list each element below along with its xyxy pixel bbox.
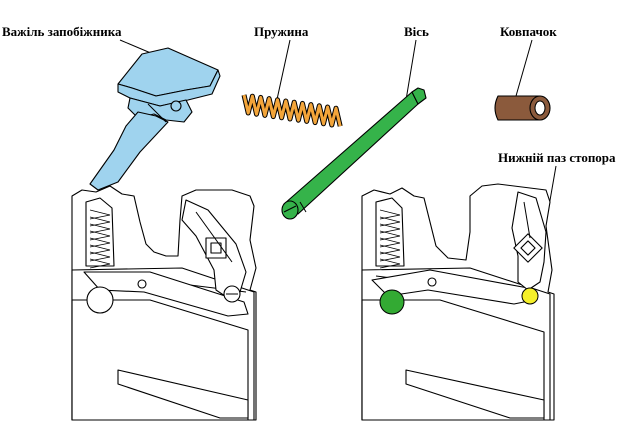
label-spring: Пружина <box>254 24 309 39</box>
safety-lever-part <box>89 47 221 191</box>
label-lower-groove: Нижній паз стопора <box>498 150 616 165</box>
green-marker <box>379 289 405 315</box>
leader-line-cap <box>515 39 533 97</box>
axle-part <box>281 87 427 220</box>
leader-line-spring <box>275 39 291 105</box>
label-cap: Ковпачок <box>500 24 557 39</box>
label-axle: Вісь <box>404 24 429 39</box>
left-assembly-view <box>71 185 257 421</box>
cap-part <box>494 95 551 121</box>
label-safety-lever: Важіль запобіжника <box>2 24 122 39</box>
spring-part <box>241 93 343 128</box>
right-assembly-view <box>361 183 555 421</box>
yellow-marker <box>521 287 539 305</box>
